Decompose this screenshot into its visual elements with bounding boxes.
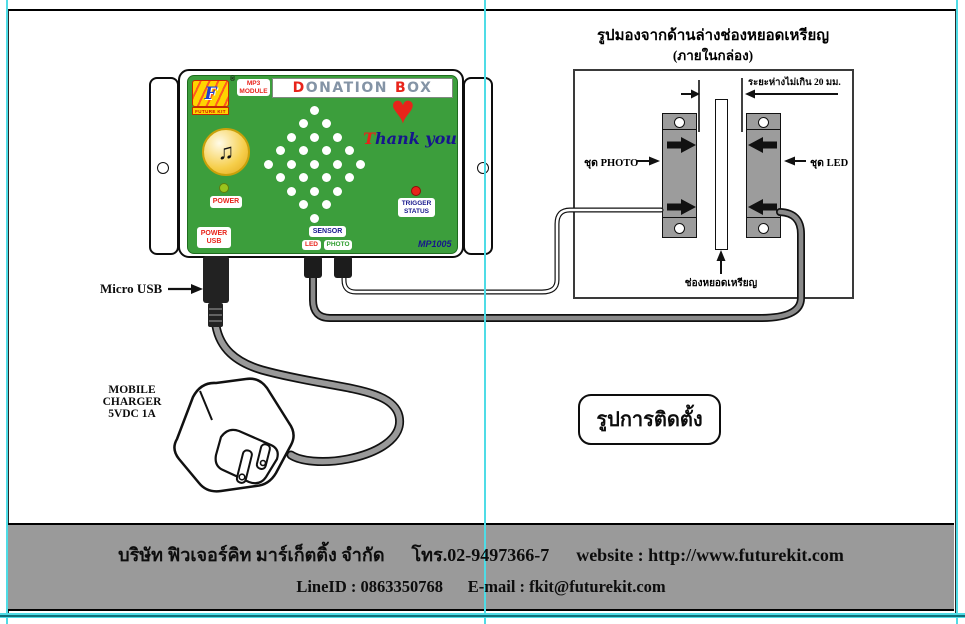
trigger-line2: STATUS <box>403 207 430 215</box>
logo-letter: F <box>204 83 217 104</box>
speaker-hole <box>333 159 343 169</box>
trigger-led <box>411 186 421 196</box>
speaker-hole <box>310 105 320 115</box>
diagram-title-line2: (ภายในกล่อง) <box>672 48 754 63</box>
crop-mark-bottom-1 <box>0 613 965 615</box>
install-caption-box: รูปการติดตั้ง <box>578 394 721 445</box>
power-usb-chip: POWER USB <box>197 227 231 248</box>
ear-hole <box>477 162 489 174</box>
block-divider <box>663 217 696 218</box>
mp3-module-line1: MP3 <box>246 80 261 88</box>
futurekit-logo: F <box>192 80 229 107</box>
sensor-chip: SENSOR <box>309 226 346 237</box>
led-jack-chip: LED <box>302 240 321 250</box>
mount-ear-right <box>463 77 493 255</box>
speaker-hole <box>287 132 297 142</box>
speaker-hole <box>321 173 331 182</box>
speaker-hole <box>321 146 331 155</box>
model-number: MP1005 <box>418 239 452 249</box>
speaker-hole <box>264 159 274 169</box>
mount-ear-left <box>149 77 179 255</box>
thanks-t: T <box>363 129 375 148</box>
micro-usb-label: Micro USB <box>100 281 163 296</box>
heart-icon: ♥ <box>391 87 415 132</box>
speaker-hole <box>344 173 354 182</box>
banner-onation: ONATION <box>305 80 388 96</box>
block-divider <box>663 129 696 130</box>
trigger-line1: TRIGGER <box>401 200 432 208</box>
charger-line1: MOBILE <box>108 384 156 396</box>
speaker-hole <box>333 186 343 196</box>
footer-bar <box>8 523 954 611</box>
speaker-hole <box>275 173 285 182</box>
ear-hole <box>157 162 169 174</box>
install-caption: รูปการติดตั้ง <box>596 408 703 431</box>
mp3-module-line2: MODULE <box>239 87 268 95</box>
speaker-hole <box>310 213 320 223</box>
power-usb-line1: POWER <box>200 229 228 237</box>
crop-mark-right <box>955 0 958 624</box>
futurekit-logo-brand: FUTURE KIT <box>192 107 229 115</box>
thank-you-text: Thank you <box>362 129 458 148</box>
banner-letter-b: B <box>395 80 408 96</box>
speaker-hole <box>275 146 285 155</box>
music-note-icon: ♫ <box>217 139 235 164</box>
charger-line3: 5VDC 1A <box>108 408 156 420</box>
mount-hole <box>758 223 769 234</box>
power-usb-line2: USB <box>206 237 222 245</box>
speaker-hole <box>298 119 308 128</box>
trigger-status-chip: TRIGGER STATUS <box>398 198 435 217</box>
speaker-hole <box>310 186 320 196</box>
photo-unit-block <box>662 113 697 238</box>
power-label-chip: POWER <box>210 196 242 208</box>
footer-line2: LineID : 0863350768 E-mail : fkit@future… <box>296 577 666 596</box>
led-unit-label: ชุด LED <box>810 158 849 169</box>
power-led <box>219 183 229 193</box>
mount-hole <box>674 117 685 128</box>
banner-ox: OX <box>407 80 433 96</box>
photo-jack-chip: PHOTO <box>324 240 352 250</box>
mount-hole <box>674 223 685 234</box>
crop-mark-left <box>5 0 8 624</box>
registered-mark: ® <box>230 76 236 83</box>
speaker-hole <box>321 119 331 128</box>
speaker-hole <box>356 159 366 169</box>
crop-mark-bottom-3 <box>0 616 965 618</box>
speaker-hole <box>298 146 308 155</box>
block-divider <box>747 217 780 218</box>
thanks-you: you <box>419 129 457 148</box>
speaker-hole <box>333 132 343 142</box>
diagram-title-line1: รูปมองจากด้านล่างช่องหยอดเหรียญ <box>596 28 830 44</box>
thanks-hank: hank <box>375 129 420 148</box>
crop-mark-bottom-2 <box>0 615 965 617</box>
charger-label: MOBILE CHARGER 5VDC 1A <box>95 384 169 420</box>
music-button: ♫ <box>202 128 250 176</box>
speaker-hole <box>298 200 308 209</box>
footer-line1: บริษัท ฟิวเจอร์คิท มาร์เก็ตติ้ง จำกัด โท… <box>118 545 844 565</box>
speaker-hole <box>310 132 320 142</box>
banner-letter-d: D <box>292 80 306 96</box>
speaker-hole <box>287 186 297 196</box>
speaker-hole <box>287 159 297 169</box>
mount-hole <box>758 117 769 128</box>
led-unit-block <box>746 113 781 238</box>
sensor-diagram-panel <box>573 69 854 299</box>
coin-slot-shape <box>715 99 728 250</box>
speaker-hole <box>344 146 354 155</box>
crop-mark-center <box>483 0 486 624</box>
gap-note: ระยะห่างไม่เกิน 20 มม. <box>748 78 841 88</box>
speaker-hole <box>321 200 331 209</box>
block-divider <box>747 129 780 130</box>
speaker-hole <box>298 173 308 182</box>
coin-slot-label: ช่องหยอดเหรียญ <box>684 278 758 289</box>
mp3-module-chip: MP3 MODULE <box>237 79 270 96</box>
photo-unit-label: ชุด PHOTO <box>584 158 639 169</box>
charger-line2: CHARGER <box>102 396 162 408</box>
speaker-hole <box>310 159 320 169</box>
